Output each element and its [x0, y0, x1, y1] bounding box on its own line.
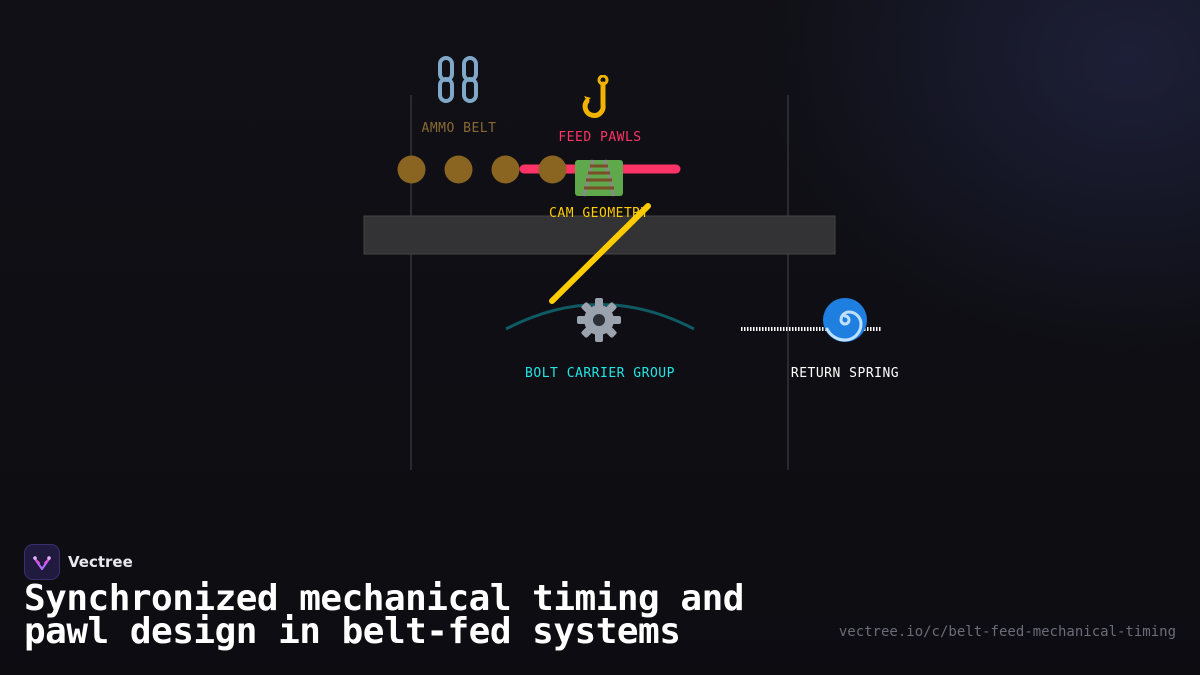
mechanism-diagram: CAM GEOMETRY AMMO BELT FEED PAWLS [363, 55, 900, 470]
railway-track-icon [574, 158, 624, 198]
feed-tray [363, 215, 836, 255]
return-spring-label: RETURN SPRING [790, 366, 900, 381]
cam-geometry-label: CAM GEOMETRY [549, 206, 649, 221]
belt-round [397, 155, 426, 184]
title-line-2: pawl design in belt-fed systems [24, 611, 681, 652]
bolt-carrier-label: BOLT CARRIER GROUP [525, 366, 675, 381]
belt-round [538, 155, 567, 184]
cyclone-icon [820, 296, 870, 344]
feed-pawls-label: FEED PAWLS [558, 130, 642, 145]
ammo-belt-label: AMMO BELT [421, 121, 497, 136]
brand-name: Vectree [68, 553, 133, 571]
belt-round [444, 155, 473, 184]
cam-lever [549, 203, 651, 304]
title-line-1: Synchronized mechanical timing and [24, 578, 744, 619]
gear-icon [575, 296, 623, 344]
hook-icon [582, 74, 618, 123]
vectree-logo-icon [24, 544, 60, 580]
brand: Vectree [24, 544, 133, 580]
belt-round [491, 155, 520, 184]
source-url[interactable]: vectree.io/c/belt-feed-mechanical-timing [838, 624, 1176, 640]
cam-lever-layer [549, 203, 651, 304]
diagram-canvas [363, 95, 882, 470]
page-title: Synchronized mechanical timing and pawl … [24, 578, 824, 652]
chain-icon [436, 55, 482, 105]
